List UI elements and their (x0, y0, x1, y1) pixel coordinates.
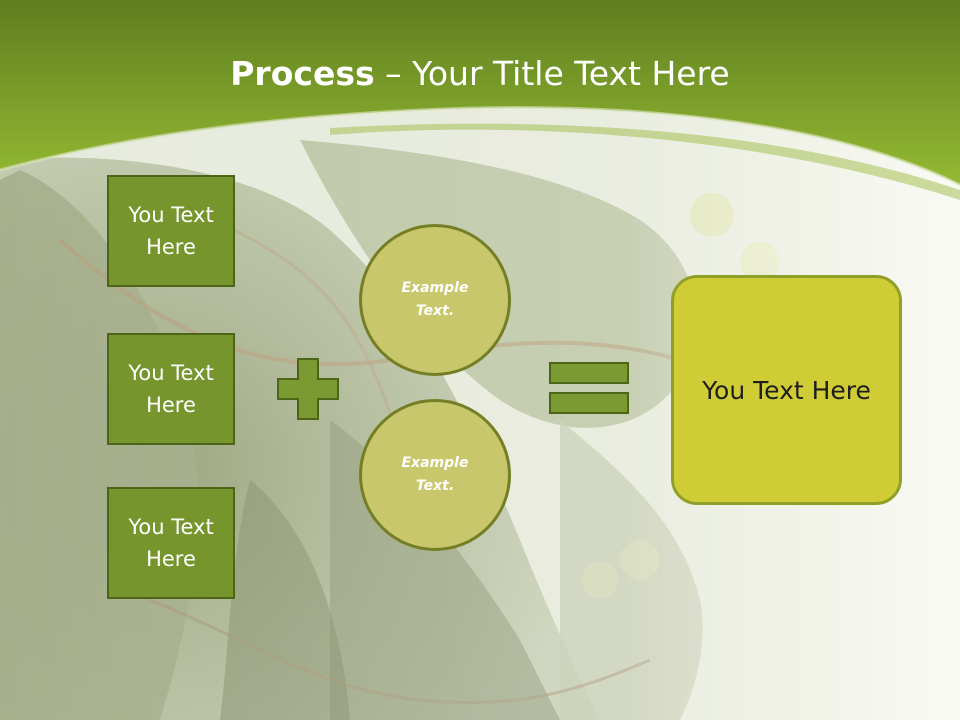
title-bold: Process (230, 54, 375, 93)
result-box: You Text Here (671, 275, 902, 505)
example-circle-2: Example Text. (359, 399, 511, 551)
example-circle-label: Example Text. (401, 455, 469, 494)
example-circle-label: Example Text. (401, 280, 469, 319)
title-rest: – Your Title Text Here (374, 54, 730, 93)
input-box-3: You Text Here (107, 487, 235, 599)
input-box-label: You Text Here (128, 203, 214, 259)
input-box-label: You Text Here (128, 515, 214, 571)
plus-icon (277, 358, 339, 420)
input-box-1: You Text Here (107, 175, 235, 287)
result-label: You Text Here (702, 375, 871, 405)
slide-title: Process – Your Title Text Here (0, 50, 960, 98)
input-box-2: You Text Here (107, 333, 235, 445)
equals-icon (549, 362, 629, 414)
example-circle-1: Example Text. (359, 224, 511, 376)
input-box-label: You Text Here (128, 361, 214, 417)
